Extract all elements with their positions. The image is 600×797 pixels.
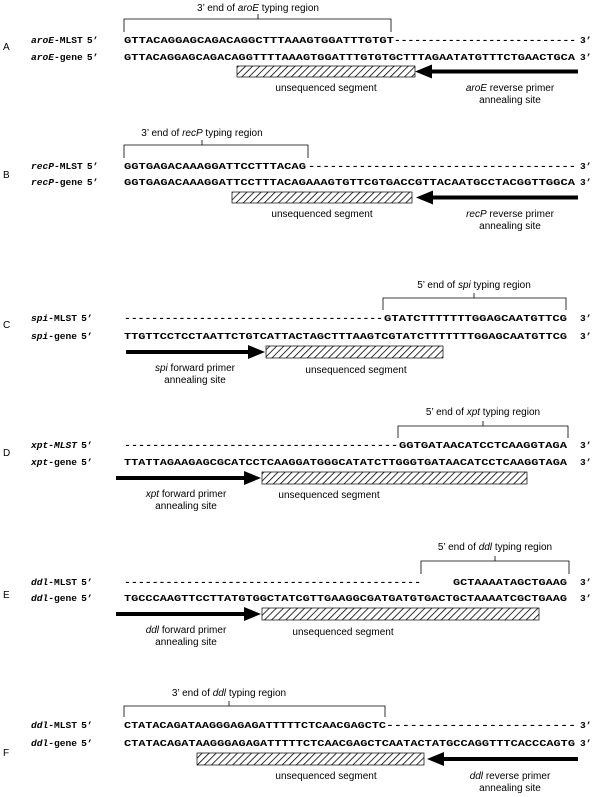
gene-sequence: TTGTTCCTCCTAATTCTGTCATTACTAGCTTTAAGTCGTA…	[124, 331, 567, 342]
gene-sequence: TGCCCAAGTTCCTTATGTGGCTATCGTTGAAGGCGATGAT…	[124, 593, 567, 604]
primer-label-line2: annealing site	[155, 501, 217, 512]
unsequenced-segment-label: unsequenced segment	[271, 209, 372, 220]
mlst-three-prime: 3’	[580, 161, 592, 172]
region-bracket	[420, 556, 570, 574]
gene-three-prime: 3’	[580, 52, 592, 63]
panel-label: F	[3, 748, 9, 759]
unsequenced-segment-bar	[236, 65, 416, 78]
unsequenced-segment-label: unsequenced segment	[305, 365, 406, 376]
primer-arrow-head	[416, 190, 433, 205]
gene-three-prime: 3’	[580, 738, 592, 749]
panel-b: B 3’ end of recP typing region recP-MLST…	[3, 128, 592, 232]
gene-sequence: GTTACAGGAGCAGACAGGTTTTAAAGTGGATTTGTGTGCT…	[124, 52, 575, 63]
primer-label-line2: annealing site	[164, 375, 226, 386]
mlst-dashes: --------------------------------------	[124, 313, 383, 324]
mlst-sequence: GGTGAGACAAAGGATTCCTTTACAG	[124, 161, 306, 172]
primer-label: ddl forward primer	[146, 625, 227, 636]
panel-label: C	[3, 320, 10, 331]
mlst-three-prime: 3’	[580, 313, 592, 324]
mlst-three-prime: 3’	[580, 35, 592, 46]
region-bracket	[123, 14, 392, 32]
mlst-dashes: -------------------------------------	[308, 161, 576, 172]
panel-a: A 3’ end of aroE typing region aroE-MLST…	[3, 3, 592, 106]
mlst-three-prime: 3’	[580, 440, 592, 451]
unsequenced-segment-label: unsequenced segment	[275, 83, 376, 94]
mlst-dashes: ---------------------------------------	[124, 440, 398, 451]
gene-three-prime: 3’	[580, 457, 592, 468]
unsequenced-segment-bar	[261, 607, 540, 621]
primer-arrow-head	[427, 752, 444, 766]
typing-region-label: 3’ end of recP typing region	[141, 128, 262, 139]
mlst-three-prime: 3’	[580, 720, 592, 731]
primer-arrow-head	[415, 64, 432, 79]
typing-region-label: 5’ end of xpt typing region	[426, 407, 540, 418]
mlst-dashes: ------------------------	[386, 720, 576, 731]
primer-arrow-head	[244, 607, 261, 621]
unsequenced-segment-label: unsequenced segment	[292, 627, 393, 638]
unsequenced-segment-bar	[196, 752, 425, 766]
typing-region-label: 5’ end of ddl typing region	[438, 542, 552, 553]
gene-three-prime: 3’	[580, 331, 592, 342]
typing-region-label: 3’ end of ddl typing region	[172, 688, 286, 699]
primer-label: xpt forward primer	[145, 489, 227, 500]
gene-sequence: TTATTAGAAGAGCGCATCCTCAAGGATGGGCATATCTTGG…	[124, 457, 567, 468]
mlst-three-prime: 3’	[580, 577, 592, 588]
mlst-dashes: ---------------------------	[394, 35, 576, 46]
mlst-sequence: GCTAAAATAGCTGAAG	[453, 577, 567, 588]
primer-label: spi forward primer	[155, 363, 236, 374]
primer-label-line2: annealing site	[479, 783, 541, 794]
primer-arrow-head	[244, 471, 261, 485]
gene-three-prime: 3’	[580, 177, 592, 188]
primer-label-line2: annealing site	[479, 221, 541, 232]
unsequenced-segment-label: unsequenced segment	[275, 771, 376, 782]
mlst-sequence: CTATACAGATAAGGGAGAGATTTTTCTCAACGAGCTC	[124, 720, 386, 731]
panel-label: B	[3, 170, 10, 181]
unsequenced-segment-bar	[231, 191, 413, 204]
mlst-sequence: GGTGATAACATCCTCAAGGTAGA	[399, 440, 567, 451]
region-bracket	[397, 421, 569, 438]
gene-sequence: CTATACAGATAAGGGAGAGATTTTTCTCAACGAGCTCAAT…	[124, 738, 575, 749]
primer-label-line2: annealing site	[155, 637, 217, 648]
primer-label: ddl reverse primer	[470, 771, 551, 782]
mlst-sequence: GTATCTTTTTTTGGAGCAATGTTCG	[384, 313, 567, 324]
primer-arrow-head	[248, 345, 265, 359]
unsequenced-segment-label: unsequenced segment	[278, 490, 379, 501]
typing-region-label: 5’ end of spi typing region	[417, 280, 531, 291]
panel-label: D	[3, 448, 10, 459]
gene-three-prime: 3’	[580, 593, 592, 604]
primer-label-line2: annealing site	[479, 95, 541, 106]
primer-label: aroE reverse primer	[466, 83, 555, 94]
unsequenced-segment-bar	[261, 471, 528, 485]
typing-region-label: 3’ end of aroE typing region	[197, 3, 319, 14]
panel-label: E	[3, 590, 10, 601]
panel-label: A	[3, 42, 10, 53]
unsequenced-segment-bar	[265, 345, 444, 359]
primer-label: recP reverse primer	[466, 209, 554, 220]
region-bracket	[382, 293, 567, 310]
gene-sequence: GGTGAGACAAAGGATTCCTTTACAGAAAGTGTTCGTGACC…	[124, 177, 575, 188]
mlst-dashes: ----------------------------------------…	[124, 577, 421, 588]
region-bracket	[123, 701, 386, 717]
mlst-sequence: GTTACAGGAGCAGACAGGCTTTAAAGTGGATTTGTGT	[124, 35, 394, 46]
region-bracket	[123, 140, 309, 158]
